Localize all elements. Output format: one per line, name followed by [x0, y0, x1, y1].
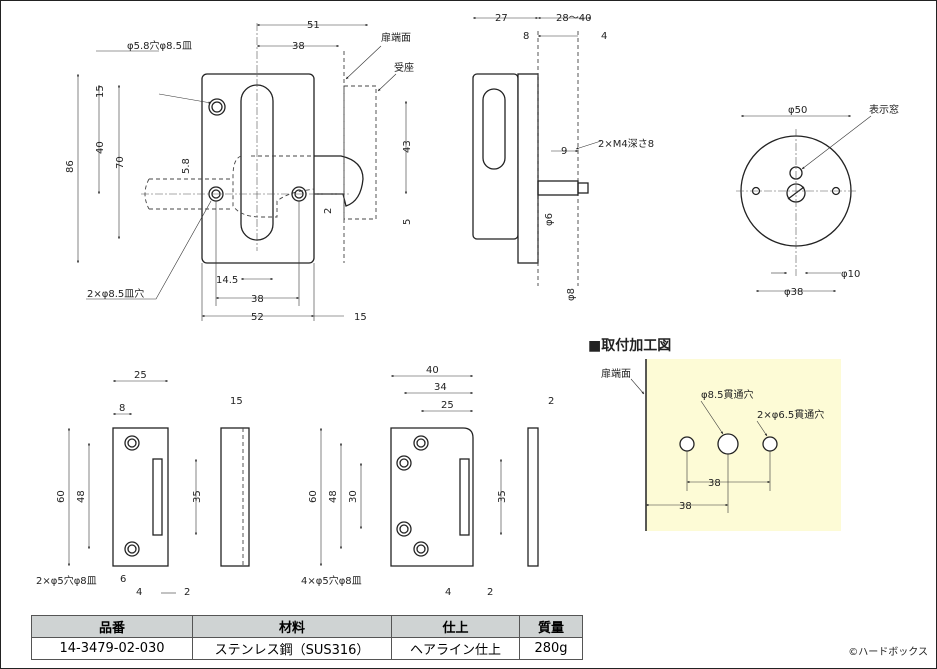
dim-60: 60 — [308, 490, 319, 503]
label-door-edge: 扉端面 — [381, 31, 411, 44]
dim-25: 25 — [441, 400, 454, 411]
strike-plate-large — [390, 427, 474, 567]
dim-15b: 15 — [354, 312, 367, 323]
dim-phi6: φ6 — [544, 213, 555, 226]
label-window: 表示窓 — [869, 103, 899, 116]
label-through-holes: 2×φ6.5貫通穴 — [757, 408, 824, 421]
mounting-diagram: 扉端面 φ8.5貫通穴 2×φ6.5貫通穴 38 38 — [601, 359, 841, 531]
mounting-title: ■取付加工図 — [588, 338, 672, 354]
hole-phi8-5 — [717, 433, 739, 455]
dim-5: 5 — [402, 219, 413, 225]
label-thread: 2×M4深さ8 — [598, 138, 654, 150]
dim-2: 2 — [184, 587, 190, 598]
dim-70: 70 — [115, 156, 126, 169]
label-csk-holes: 2×φ8.5皿穴 — [87, 287, 144, 300]
label-door-edge-mount: 扉端面 — [601, 367, 631, 380]
dim-30: 30 — [348, 490, 359, 503]
header-finish: 仕上 — [391, 615, 520, 638]
dim-25: 25 — [134, 370, 147, 381]
header-material: 材料 — [192, 615, 392, 638]
handle-body — [472, 73, 519, 240]
strike-large-view: 40 34 25 60 48 30 35 2 4 2 4×φ5穴φ8皿 — [301, 365, 554, 598]
dim-60: 60 — [56, 490, 67, 503]
dim-43: 43 — [402, 140, 413, 153]
dim-5-8: 5.8 — [181, 158, 192, 174]
dim-34: 34 — [434, 382, 447, 393]
side-view: 27 28〜40 8 4 9 φ6 φ8 2×M4深さ8 — [472, 13, 654, 301]
dim-phi50: φ50 — [788, 105, 807, 116]
plate-edge — [517, 73, 539, 264]
dim-38a: 38 — [708, 478, 721, 489]
cell-finish: ヘアライン仕上 — [391, 637, 520, 660]
dim-48: 48 — [76, 490, 87, 503]
dim-40: 40 — [426, 365, 439, 376]
round-view: φ50 φ10 φ38 表示窓 — [736, 103, 899, 298]
spec-table: 品番 材料 仕上 質量 14-3479-02-030 ステンレス鋼（SUS316… — [31, 615, 583, 660]
dim-phi38: φ38 — [784, 287, 803, 298]
strike-plate-small — [112, 427, 169, 567]
strike-side-small — [220, 427, 250, 567]
hole-phi6-5 — [679, 436, 695, 452]
cell-part-number: 14-3479-02-030 — [31, 637, 193, 660]
dim-35: 35 — [192, 490, 203, 503]
label-hole-spec: φ5.8穴φ8.5皿 — [127, 39, 192, 52]
dim-27: 27 — [495, 13, 508, 24]
front-view: φ5.8穴φ8.5皿 扉端面 受座 2×φ8.5皿穴 51 38 86 15 4… — [65, 20, 414, 323]
dim-51: 51 — [307, 20, 320, 31]
cell-weight: 280g — [519, 637, 583, 660]
strike-small-view: 25 8 60 48 35 15 6 4 2 2×φ5穴φ8皿 — [36, 370, 250, 598]
dim-phi8: φ8 — [566, 288, 577, 301]
dim-48: 48 — [328, 490, 339, 503]
dim-52: 52 — [251, 312, 264, 323]
cell-material: ステンレス鋼（SUS316） — [192, 637, 392, 660]
hole-phi6-5 — [762, 436, 778, 452]
dim-38b: 38 — [251, 294, 264, 305]
dim-4: 4 — [136, 587, 142, 598]
dim-35: 35 — [497, 490, 508, 503]
dim-86: 86 — [65, 160, 76, 173]
dim-14-5: 14.5 — [216, 275, 238, 286]
dim-2: 2 — [323, 208, 334, 214]
dim-40: 40 — [95, 141, 106, 154]
dim-38b: 38 — [679, 501, 692, 512]
dim-9: 9 — [561, 146, 567, 157]
label-holes-large: 4×φ5穴φ8皿 — [301, 574, 362, 587]
mounting-background — [646, 359, 841, 531]
label-through-hole: φ8.5貫通穴 — [701, 388, 754, 401]
header-weight: 質量 — [519, 615, 583, 638]
label-strike: 受座 — [394, 61, 414, 74]
dim-8: 8 — [119, 403, 125, 414]
dim-2b: 2 — [487, 587, 493, 598]
label-holes-small: 2×φ5穴φ8皿 — [36, 574, 97, 587]
dim-38: 38 — [292, 41, 305, 52]
table-header-row: 品番 材料 仕上 質量 — [31, 615, 583, 638]
copyright: ©ハードボックス — [848, 647, 928, 658]
dim-phi10: φ10 — [841, 269, 860, 280]
dim-2: 2 — [548, 396, 554, 407]
header-part-number: 品番 — [31, 615, 193, 638]
countersunk-hole — [208, 98, 226, 116]
strike-side-large — [527, 427, 539, 567]
dim-8: 8 — [523, 31, 529, 42]
dim-28-40: 28〜40 — [556, 13, 591, 24]
dim-6: 6 — [120, 574, 126, 585]
dim-15: 15 — [230, 396, 243, 407]
dim-4: 4 — [601, 31, 607, 42]
latch-plate — [201, 73, 315, 264]
dim-4: 4 — [445, 587, 451, 598]
dim-15: 15 — [95, 85, 106, 98]
table-row: 14-3479-02-030 ステンレス鋼（SUS316） ヘアライン仕上 28… — [31, 637, 583, 660]
